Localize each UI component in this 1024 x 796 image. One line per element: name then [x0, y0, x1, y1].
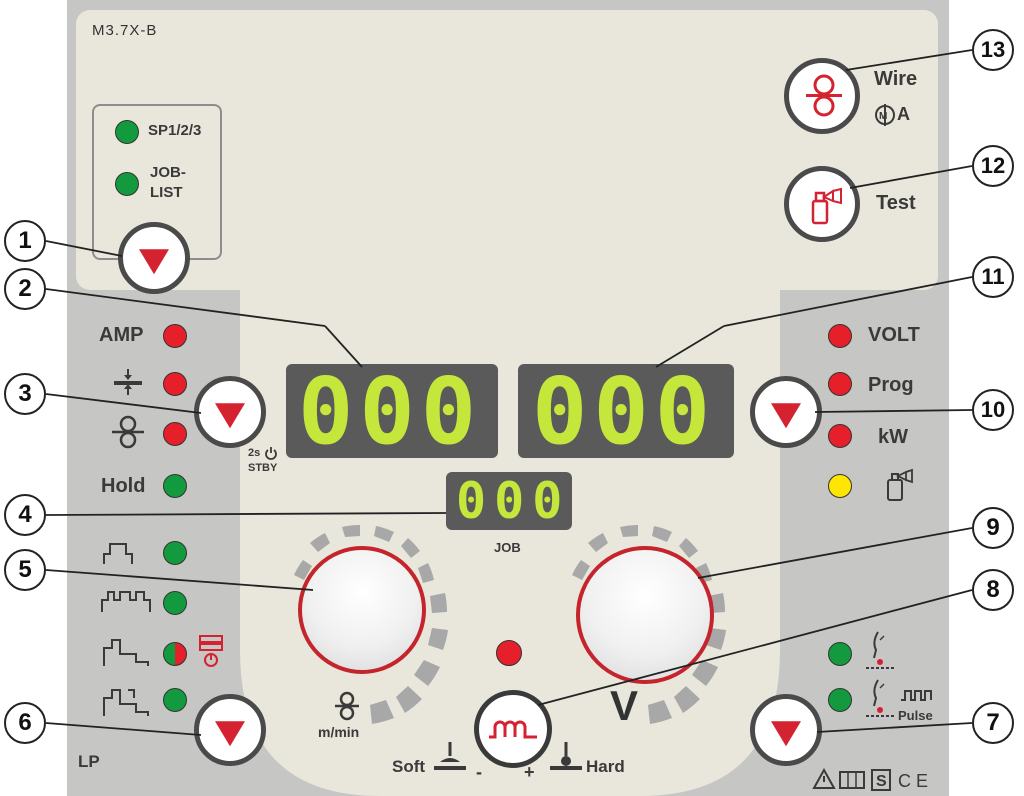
callout-11: 11 — [972, 256, 1014, 298]
lp-label: LP — [78, 752, 100, 771]
arc-std-icon — [866, 631, 896, 669]
arc-std-led — [828, 642, 852, 666]
voltage-knob[interactable] — [576, 546, 714, 684]
wire-speed-icon — [112, 415, 144, 449]
pulse-wave-icon — [901, 690, 932, 701]
wire-speed-led — [163, 422, 187, 446]
choke-led — [496, 640, 522, 666]
callout-2: 2 — [4, 268, 46, 310]
standby-icon — [265, 447, 277, 460]
wire-speed-unit: m/min — [318, 724, 360, 740]
wire-label: Wire — [874, 68, 918, 90]
callout-5: 5 — [4, 549, 46, 591]
prog-led — [828, 372, 852, 396]
svg-text:S: S — [876, 773, 887, 790]
svg-text:C: C — [898, 771, 911, 791]
sp-label: SP1/2/3 — [148, 122, 202, 139]
amp-label: AMP — [99, 324, 144, 346]
plus-label: + — [524, 762, 535, 782]
stby-seconds: 2s — [248, 447, 261, 459]
mode-4t-led — [163, 591, 187, 615]
gas-test-button[interactable] — [784, 166, 860, 242]
gas-test-icon — [811, 187, 842, 225]
gas-bottle-icon — [887, 468, 913, 501]
job-list-label-2: LIST — [150, 184, 183, 201]
stby-label: STBY — [248, 462, 278, 474]
hard-arc-icon — [550, 742, 582, 770]
volt-unit: V — [610, 682, 639, 729]
volt-label: VOLT — [868, 324, 920, 346]
hard-label: Hard — [586, 757, 625, 776]
hold-led — [163, 474, 187, 498]
motor-icon: M — [875, 104, 895, 126]
mode-4t-icon — [101, 591, 151, 612]
callout-10: 10 — [972, 389, 1014, 431]
svg-text:E: E — [916, 771, 928, 791]
job-list-label-1: JOB- — [150, 164, 186, 181]
job-display: 000 — [446, 472, 572, 530]
callout-13: 13 — [972, 29, 1014, 71]
sp-led — [115, 120, 139, 144]
kw-label: kW — [878, 426, 908, 448]
minus-label: - — [476, 762, 482, 782]
right-display-value: 000 — [532, 358, 717, 465]
soft-arc-icon — [434, 742, 466, 770]
model-label: M3.7X-B — [92, 22, 158, 39]
pulse-label: Pulse — [898, 708, 933, 723]
compliance-marks: S C E — [812, 768, 928, 791]
choke-icon — [489, 720, 537, 739]
process-select-button[interactable] — [750, 694, 822, 766]
thickness-led — [163, 372, 187, 396]
volt-led — [828, 324, 852, 348]
mode-2t-led — [163, 541, 187, 565]
amp-led — [163, 324, 187, 348]
left-display: 000 — [286, 358, 498, 465]
kw-led — [828, 424, 852, 448]
wire-speed-knob[interactable] — [298, 546, 426, 674]
knob-wire-speed-icon — [335, 691, 359, 721]
operating-mode-button[interactable] — [194, 694, 266, 766]
job-display-value: 000 — [456, 472, 571, 530]
arc-pulse-led — [828, 688, 852, 712]
mode-4t-special-led — [163, 688, 187, 712]
mode-select-button[interactable] — [118, 222, 190, 294]
callout-12: 12 — [972, 145, 1014, 187]
right-display: 000 — [518, 358, 734, 465]
gas-led — [828, 474, 852, 498]
job-label: JOB — [494, 540, 521, 555]
choke-button[interactable] — [474, 690, 552, 768]
thickness-icon — [114, 369, 142, 395]
callout-8: 8 — [972, 569, 1014, 611]
hold-label: Hold — [101, 475, 146, 497]
left-display-value: 000 — [298, 358, 483, 465]
mode-special-led — [163, 642, 187, 666]
callout-7: 7 — [972, 702, 1014, 744]
callout-6: 6 — [4, 702, 46, 744]
spot-icon — [199, 635, 223, 667]
callout-3: 3 — [4, 373, 46, 415]
mode-special-icon — [103, 639, 149, 666]
mode-2t-icon — [103, 543, 133, 564]
job-list-led — [115, 172, 139, 196]
soft-label: Soft — [392, 757, 426, 776]
mode-4t-special-icon — [103, 689, 149, 716]
callout-9: 9 — [972, 507, 1014, 549]
parameter-select-button[interactable] — [750, 376, 822, 448]
svg-text:M: M — [879, 111, 887, 122]
callout-4: 4 — [4, 494, 46, 536]
test-label: Test — [876, 192, 916, 214]
prog-label: Prog — [868, 374, 914, 396]
callout-1: 1 — [4, 220, 46, 262]
motor-a-label: A — [897, 104, 910, 124]
arc-pulse-icon — [866, 679, 896, 717]
wire-feed-icon — [806, 74, 842, 117]
